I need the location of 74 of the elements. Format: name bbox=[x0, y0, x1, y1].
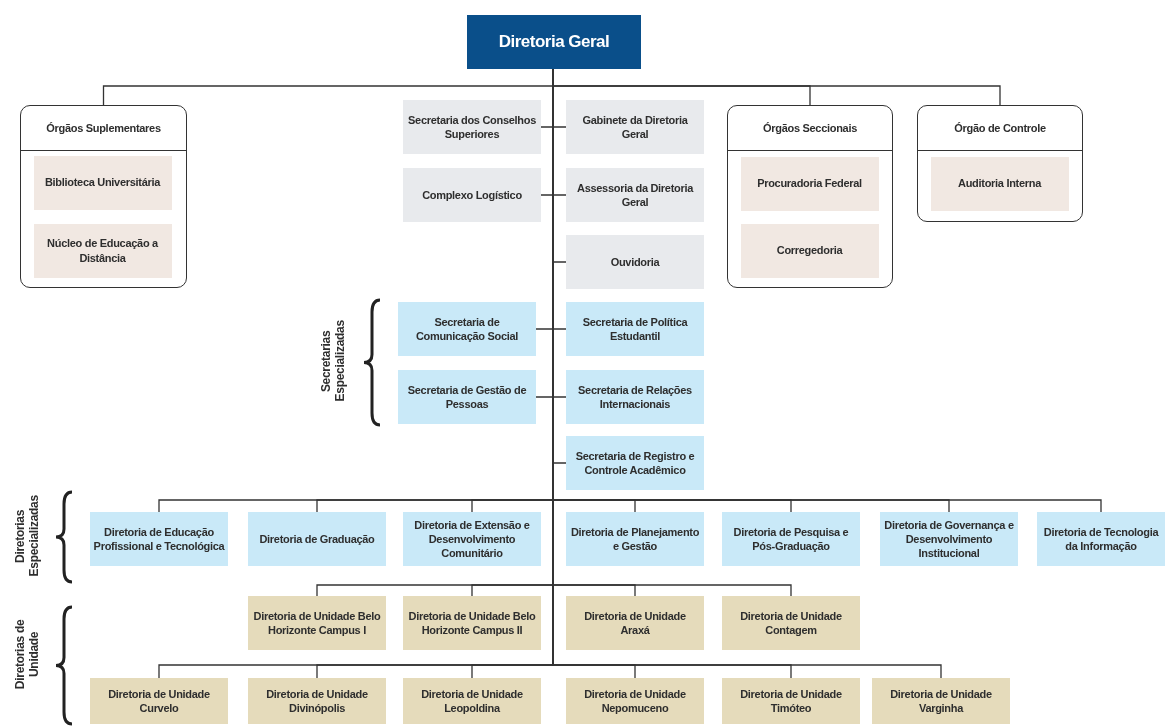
unit-name: Secretaria de Relações Internacionais bbox=[577, 382, 693, 412]
group-panel bbox=[727, 105, 893, 288]
campus-box bbox=[403, 678, 541, 724]
unit-name: Diretoria de Pesquisa e Pós-Graduação bbox=[732, 524, 850, 554]
campus-box bbox=[722, 596, 860, 650]
department-box bbox=[398, 370, 536, 424]
unit-box bbox=[930, 156, 1069, 211]
office-box bbox=[566, 168, 704, 222]
department-box bbox=[248, 512, 386, 566]
department-box bbox=[566, 370, 704, 424]
campus-box bbox=[248, 678, 386, 724]
unit-name: Núcleo de Educação a Distância bbox=[46, 236, 160, 265]
group-label: Diretorias Especializadas bbox=[12, 496, 42, 577]
department-box bbox=[398, 302, 536, 356]
group-label: Diretorias de Unidade bbox=[12, 618, 42, 692]
unit-name: Diretoria de Educação Profissional e Tecnológica bbox=[92, 524, 226, 554]
group-heading: Órgãos Seccionais bbox=[762, 120, 858, 136]
unit-name: Diretoria de Tecnologia da Informação bbox=[1042, 524, 1160, 554]
unit-name: Diretoria Geral bbox=[497, 30, 611, 53]
unit-name: Secretaria de Registro e Controle Acadêmico bbox=[574, 448, 696, 478]
unit-name: Secretaria de Gestão de Pessoas bbox=[406, 382, 528, 412]
department-box bbox=[722, 512, 860, 566]
office-box bbox=[403, 168, 541, 222]
unit-name: Diretoria de Unidade Divinópolis bbox=[265, 686, 369, 716]
unit-name: Diretoria de Unidade Curvelo bbox=[107, 686, 211, 716]
unit-name: Biblioteca Universitária bbox=[43, 175, 162, 190]
unit-name: Gabinete da Diretoria Geral bbox=[581, 112, 689, 142]
unit-name: Diretoria de Unidade Varginha bbox=[889, 686, 993, 716]
unit-name: Diretoria de Unidade Leopoldina bbox=[420, 686, 524, 716]
campus-box bbox=[403, 596, 541, 650]
office-box bbox=[566, 100, 704, 154]
unit-name: Diretoria de Governança e Desenvolvimento Institucional bbox=[883, 517, 1015, 561]
unit-name: Diretoria de Unidade Belo Horizonte Campus I bbox=[252, 608, 382, 638]
unit-box bbox=[33, 155, 172, 210]
campus-box bbox=[90, 678, 228, 724]
unit-name: Auditoria Interna bbox=[957, 176, 1043, 191]
campus-box bbox=[248, 596, 386, 650]
unit-box bbox=[740, 223, 879, 278]
department-box bbox=[403, 512, 541, 566]
campus-box bbox=[722, 678, 860, 724]
unit-name: Secretaria dos Conselhos Superiores bbox=[407, 112, 537, 142]
group-panel bbox=[20, 105, 187, 288]
unit-name: Secretaria de Comunicação Social bbox=[414, 314, 520, 344]
unit-box bbox=[33, 223, 172, 278]
campus-box bbox=[566, 678, 704, 724]
office-box bbox=[403, 100, 541, 154]
unit-name: Diretoria de Unidade Araxá bbox=[583, 608, 687, 638]
group-heading: Órgãos Suplementares bbox=[45, 120, 162, 136]
unit-name: Diretoria de Planejamento e Gestão bbox=[569, 524, 701, 554]
group-heading: Órgão de Controle bbox=[953, 120, 1047, 136]
unit-name: Diretoria de Unidade Belo Horizonte Campus II bbox=[407, 608, 537, 638]
department-box bbox=[1037, 512, 1165, 566]
group-panel bbox=[917, 105, 1083, 222]
group-label: Secretarias Especializadas bbox=[318, 321, 348, 402]
unit-name: Ouvidoria bbox=[609, 254, 661, 270]
department-box bbox=[566, 302, 704, 356]
department-box bbox=[90, 512, 228, 566]
unit-name: Complexo Logístico bbox=[421, 187, 523, 203]
unit-name: Procuradoria Federal bbox=[756, 176, 863, 191]
unit-name: Diretoria de Unidade Nepomuceno bbox=[583, 686, 687, 716]
unit-name: Diretoria de Graduação bbox=[258, 531, 376, 547]
unit-name: Secretaria de Política Estudantil bbox=[581, 314, 689, 344]
office-box bbox=[566, 235, 704, 289]
unit-box bbox=[740, 156, 879, 211]
campus-box bbox=[566, 596, 704, 650]
unit-name: Diretoria de Unidade Timóteo bbox=[739, 686, 843, 716]
unit-name: Corregedoria bbox=[775, 243, 844, 258]
campus-box bbox=[872, 678, 1010, 724]
unit-name: Diretoria de Unidade Contagem bbox=[739, 608, 843, 638]
unit-name: Assessoria da Diretoria Geral bbox=[576, 180, 695, 210]
director-box bbox=[467, 15, 641, 69]
department-box bbox=[566, 512, 704, 566]
department-box bbox=[566, 436, 704, 490]
unit-name: Diretoria de Extensão e Desenvolvimento Comunitário bbox=[413, 517, 531, 561]
